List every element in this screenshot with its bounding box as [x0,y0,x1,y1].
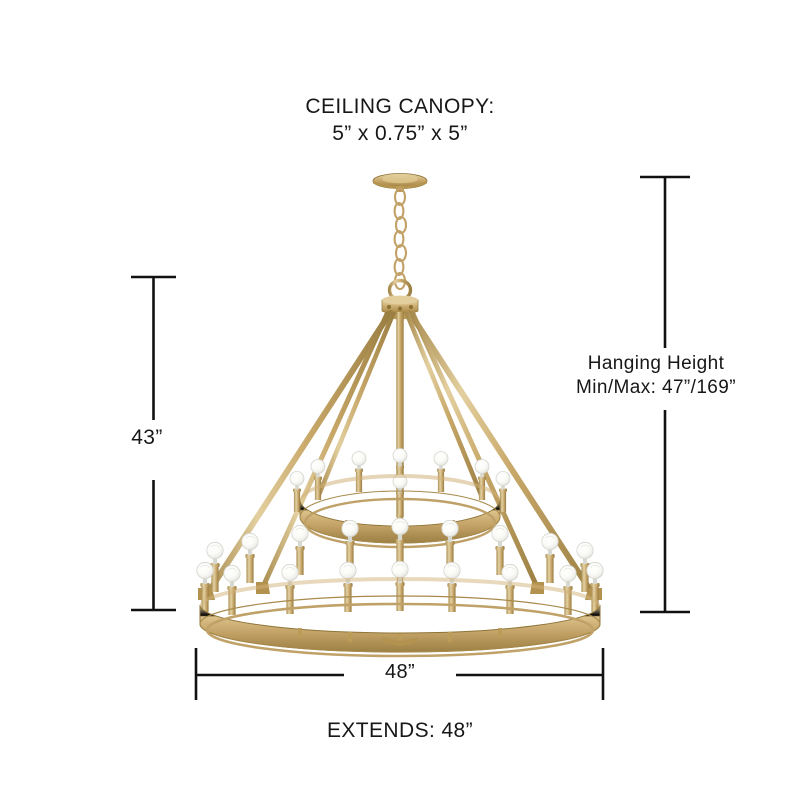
extends-label: EXTENDS: 48” [326,719,473,742]
lower-ring-finial [382,637,418,646]
height-dimension-line [131,275,176,612]
support-arms-mid [259,311,541,592]
hanging-height-dimension-line [640,175,690,614]
support-arms-outer [203,310,597,599]
lower-ring [199,577,601,658]
lower-ring-posts [298,628,502,644]
center-stem [396,312,404,517]
support-arms-inner [315,311,485,500]
width-dimension-line [194,648,605,700]
fixture-height-label: 43” [131,426,163,449]
hanging-height-label: Hanging Height Min/Max: 47”/169” [576,353,736,399]
ceiling-canopy-label: CEILING CANOPY: 5” x 0.75” x 5” [305,95,495,145]
fixture-width-label: 48” [384,661,416,683]
